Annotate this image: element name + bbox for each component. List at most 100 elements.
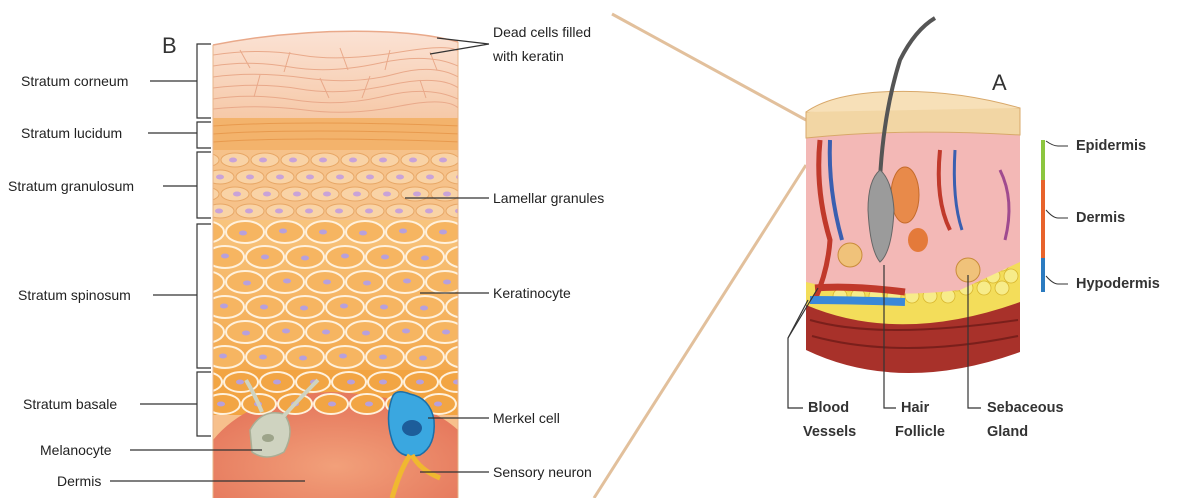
cell-nucleus bbox=[263, 192, 271, 197]
epidermis-closeup bbox=[186, 28, 484, 498]
label-lamellar-granules: Lamellar granules bbox=[493, 190, 604, 206]
label-epidermis: Epidermis bbox=[1076, 138, 1146, 154]
cell-nucleus bbox=[341, 254, 349, 259]
label-sensory-neuron: Sensory neuron bbox=[493, 464, 592, 480]
label-dermis: Dermis bbox=[1076, 210, 1125, 226]
cell-nucleus bbox=[453, 380, 461, 385]
cell-nucleus bbox=[365, 209, 373, 214]
cell-nucleus bbox=[323, 280, 331, 285]
cell-nucleus bbox=[380, 305, 388, 310]
label-melanocyte: Melanocyte bbox=[40, 442, 112, 458]
label-dermis-closeup: Dermis bbox=[57, 473, 101, 489]
cell-nucleus bbox=[363, 281, 371, 286]
cell-nucleus bbox=[460, 304, 468, 309]
cell-nucleus bbox=[442, 330, 450, 335]
cell-nucleus bbox=[413, 192, 421, 197]
cell-nucleus bbox=[282, 329, 290, 334]
cell-nucleus bbox=[259, 355, 267, 360]
cell-nucleus bbox=[443, 192, 451, 197]
cell-nucleus bbox=[299, 356, 307, 361]
cell-nucleus bbox=[379, 158, 387, 163]
cell-nucleus bbox=[365, 402, 373, 407]
cell-nucleus bbox=[420, 306, 428, 311]
cell-nucleus bbox=[461, 254, 469, 259]
cell-nucleus bbox=[381, 255, 389, 260]
cell-nucleus bbox=[260, 305, 268, 310]
cell-nucleus bbox=[220, 304, 228, 309]
skin-block bbox=[806, 18, 1020, 373]
cell-nucleus bbox=[379, 355, 387, 360]
cell-nucleus bbox=[217, 402, 225, 407]
cell-nucleus bbox=[335, 209, 343, 214]
cell bbox=[186, 271, 224, 293]
cell-nucleus bbox=[239, 231, 247, 236]
cell-nucleus bbox=[261, 255, 269, 260]
cell-nucleus bbox=[347, 380, 355, 385]
cell bbox=[186, 321, 224, 343]
label-keratinocyte: Keratinocyte bbox=[493, 285, 571, 301]
cell-nucleus bbox=[289, 158, 297, 163]
panel-b-letter: B bbox=[162, 33, 177, 59]
cell-nucleus bbox=[443, 280, 451, 285]
cell-nucleus bbox=[434, 402, 442, 407]
cell-nucleus bbox=[246, 175, 254, 180]
cell-nucleus bbox=[319, 230, 327, 235]
fat-cell bbox=[977, 281, 991, 295]
cell-nucleus bbox=[459, 354, 467, 359]
label-stratum-basale: Stratum basale bbox=[23, 396, 117, 412]
cell-nucleus bbox=[402, 329, 410, 334]
cell-nucleus bbox=[301, 256, 309, 261]
layer-color-bar bbox=[1043, 140, 1068, 292]
cell-nucleus bbox=[425, 209, 433, 214]
cell-nucleus bbox=[359, 231, 367, 236]
stratum-corneum-region bbox=[210, 28, 462, 118]
cell-nucleus bbox=[323, 192, 331, 197]
cell-nucleus bbox=[328, 402, 336, 407]
label-blood-line2: Vessels bbox=[803, 424, 856, 440]
cell-nucleus bbox=[379, 380, 387, 385]
cell-nucleus bbox=[322, 330, 330, 335]
cell-nucleus bbox=[276, 175, 284, 180]
cell bbox=[446, 296, 484, 318]
cell-nucleus bbox=[203, 192, 211, 197]
label-dead-cells-line2: with keratin bbox=[493, 48, 564, 64]
cell-nucleus bbox=[366, 175, 374, 180]
cell-nucleus bbox=[236, 380, 244, 385]
panel-a-letter: A bbox=[992, 70, 1007, 96]
cell-nucleus bbox=[273, 380, 281, 385]
cell-nucleus bbox=[199, 158, 207, 163]
label-stratum-lucidum: Stratum lucidum bbox=[21, 125, 122, 141]
label-stratum-spinosum: Stratum spinosum bbox=[18, 287, 131, 303]
cell-nucleus bbox=[456, 175, 464, 180]
cell-nucleus bbox=[229, 158, 237, 163]
label-merkel-cell: Merkel cell bbox=[493, 410, 560, 426]
cell-nucleus bbox=[439, 230, 447, 235]
cell-nucleus bbox=[293, 192, 301, 197]
cell-nucleus bbox=[283, 279, 291, 284]
label-sebaceous-line2: Gland bbox=[987, 424, 1028, 440]
cell bbox=[446, 346, 484, 368]
fat-cell bbox=[995, 281, 1009, 295]
cell-nucleus bbox=[419, 356, 427, 361]
cell bbox=[191, 153, 219, 167]
cell-nucleus bbox=[300, 306, 308, 311]
label-hair-line2: Follicle bbox=[895, 424, 945, 440]
cell-nucleus bbox=[319, 158, 327, 163]
label-sebaceous-line1: Sebaceous bbox=[987, 400, 1064, 416]
cell-nucleus bbox=[349, 158, 357, 163]
cell-nucleus bbox=[245, 209, 253, 214]
cell-nucleus bbox=[275, 209, 283, 214]
cell bbox=[446, 204, 474, 218]
zoom-connector bbox=[594, 14, 806, 498]
cell-nucleus bbox=[383, 192, 391, 197]
cell-nucleus bbox=[243, 281, 251, 286]
cell-nucleus bbox=[362, 331, 370, 336]
label-blood-line1: Blood bbox=[808, 400, 849, 416]
cell-nucleus bbox=[426, 175, 434, 180]
cell-nucleus bbox=[416, 380, 424, 385]
cell-nucleus bbox=[305, 209, 313, 214]
cell-nucleus bbox=[421, 256, 429, 261]
cell-nucleus bbox=[396, 175, 404, 180]
cell bbox=[446, 170, 474, 184]
